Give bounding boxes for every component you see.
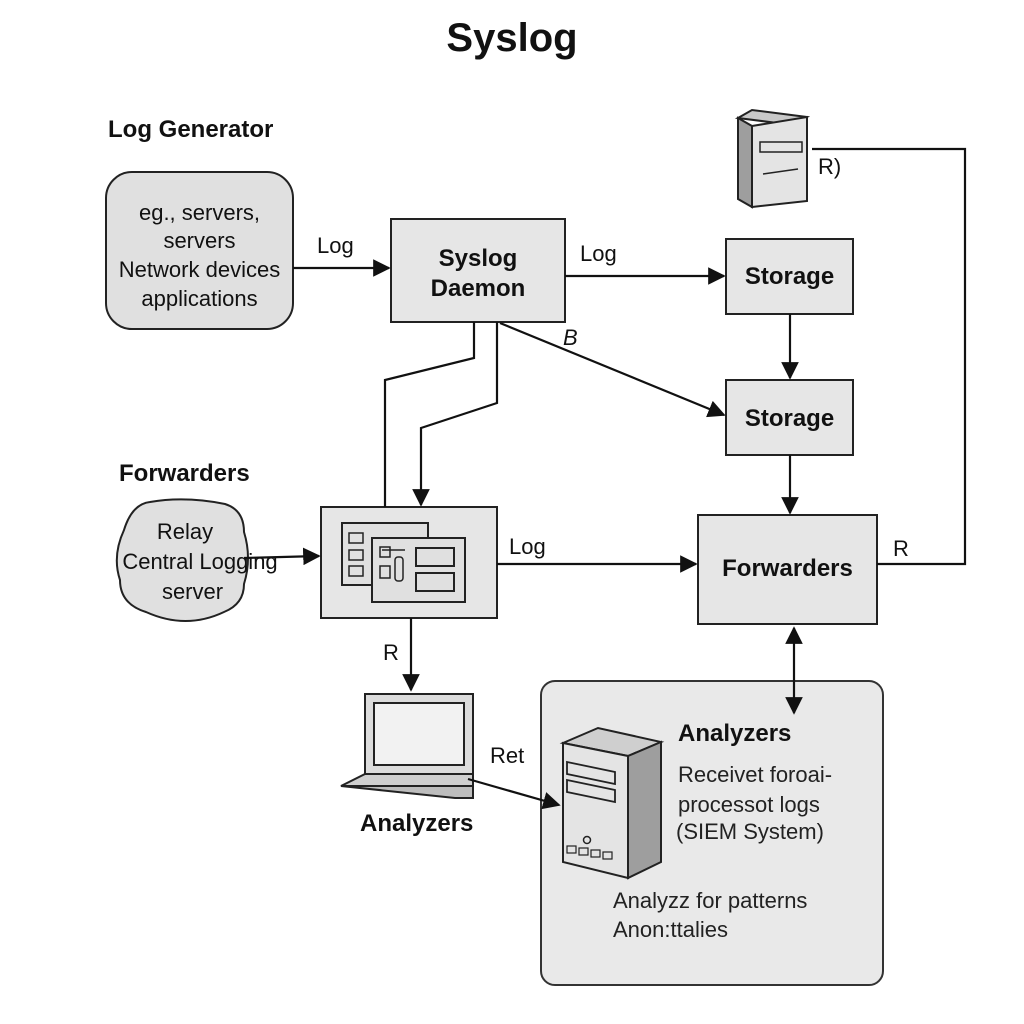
relay-line: Central Logging [122, 549, 278, 574]
relay-cloud [115, 498, 249, 622]
edge-label-log: Log [509, 534, 546, 559]
log-generator-heading: Log Generator [108, 116, 274, 143]
log-generator-line: eg., servers, [138, 200, 261, 225]
relay-line: Relay [156, 519, 214, 544]
log-generator-line: applications [141, 286, 258, 311]
edge-label-r: R [893, 536, 909, 561]
edge-label-r: R) [818, 154, 842, 179]
server-top-icon [734, 108, 811, 209]
panel-icon [341, 522, 466, 603]
forwarders-box-label: Forwarders [722, 555, 853, 582]
storage-box-1 [725, 238, 854, 315]
log-generator-line: Network devices [118, 257, 281, 282]
edge-laptop-to-siem [467, 777, 561, 810]
forwarders-heading: Forwarders [119, 460, 250, 487]
edge-daemon-to-relay [412, 322, 499, 507]
analyzers-footer-line: Anon:ttalies [613, 917, 728, 942]
forwarders-box [697, 514, 878, 625]
edge-daemon-loop [383, 322, 476, 507]
diagram-title: Syslog [446, 16, 578, 60]
storage-box-2 [725, 379, 854, 456]
syslog-daemon-box [390, 218, 566, 323]
log-generator-line: servers [163, 228, 236, 253]
analyzers-footer-line: Analyzz for patterns [613, 888, 808, 913]
edge-label-b: B [563, 325, 578, 350]
edge-label-r: R [383, 640, 399, 665]
analyzers-desc-line: Receivet foroai- [678, 762, 833, 787]
relay-line: server [161, 579, 224, 604]
edge-label-ret: Ret [490, 743, 525, 768]
edge-cloud-to-relay [243, 547, 321, 566]
edge-label-log: Log [317, 233, 354, 258]
edge-forwarders-to-server [812, 147, 967, 566]
siem-server-icon [559, 726, 665, 880]
storage-label-2: Storage [744, 405, 835, 432]
analyzers-desc-line: processot logs [678, 792, 820, 817]
edge-label-log: Log [580, 241, 617, 266]
analyzers-desc-line: (SIEM System) [676, 819, 824, 844]
laptop-label: Analyzers [360, 810, 474, 837]
syslog-daemon-label: Daemon [430, 275, 526, 302]
log-generator-box [105, 171, 294, 330]
syslog-daemon-label: Syslog [438, 245, 518, 272]
laptop-icon [340, 693, 474, 799]
edge-daemon-to-storage2 [499, 321, 726, 418]
analyzers-panel-heading: Analyzers [678, 720, 792, 747]
storage-label-1: Storage [744, 263, 835, 290]
